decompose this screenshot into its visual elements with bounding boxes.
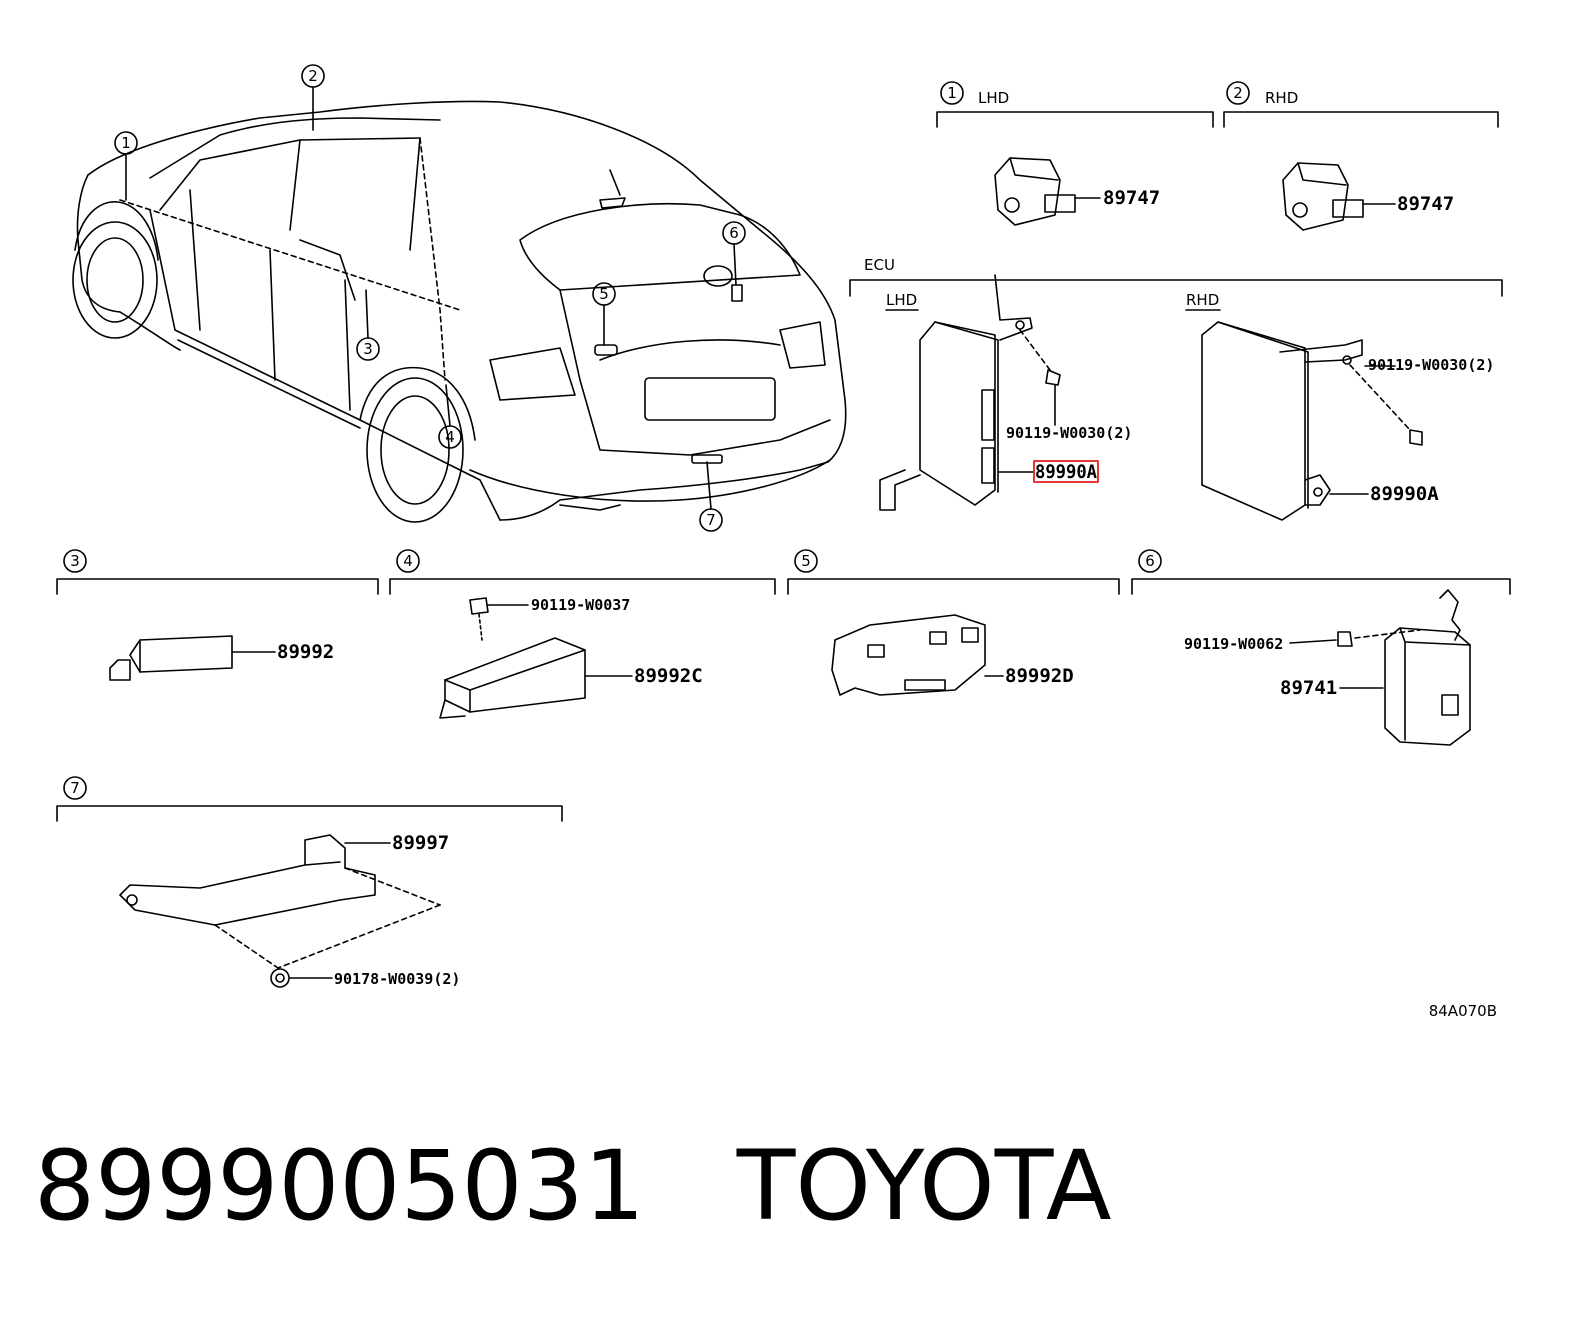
car-illustration	[72, 100, 847, 523]
ecu-section-title: ECU	[864, 256, 895, 274]
section-5	[787, 549, 1120, 696]
part-89992d[interactable]: 89992D	[1005, 665, 1074, 687]
section-2-rhd	[1223, 81, 1499, 231]
section-7	[56, 776, 563, 988]
drawing-code: 84A070B	[1429, 1002, 1497, 1020]
highlight-box	[1033, 460, 1099, 483]
section-6	[1131, 549, 1511, 746]
part-89741[interactable]: 89741	[1280, 677, 1337, 699]
part-90119-w0030-rhd[interactable]: 90119-W0030(2)	[1368, 356, 1494, 374]
part-90119-w0030-lhd[interactable]: 90119-W0030(2)	[1006, 424, 1132, 442]
callout-2-header: 2	[1233, 84, 1243, 102]
part-90119-w0037[interactable]: 90119-W0037	[531, 596, 630, 614]
part-89997[interactable]: 89997	[392, 832, 449, 854]
callout-4-car: 4	[445, 428, 455, 446]
part-89990a-rhd[interactable]: 89990A	[1370, 483, 1439, 505]
callout-1-car: 1	[121, 134, 131, 152]
ecu-rhd-label: RHD	[1186, 291, 1219, 309]
section-ecu	[849, 274, 1503, 521]
section-2-title: RHD	[1265, 89, 1298, 107]
part-89992[interactable]: 89992	[277, 641, 334, 663]
callout-3-car: 3	[363, 340, 373, 358]
car-callouts	[114, 64, 746, 532]
section-4	[389, 549, 776, 719]
part-89992c[interactable]: 89992C	[634, 665, 703, 687]
ecu-lhd-label: LHD	[886, 291, 917, 309]
part-89747-rhd[interactable]: 89747	[1397, 193, 1454, 215]
callout-1-header: 1	[947, 84, 957, 102]
footer-brand: TOYOTA	[736, 1130, 1112, 1242]
part-90119-w0062[interactable]: 90119-W0062	[1184, 635, 1283, 653]
callout-4-header: 4	[403, 552, 413, 570]
section-3	[56, 549, 379, 681]
callout-7-header: 7	[70, 779, 80, 797]
section-1-lhd	[936, 81, 1214, 226]
section-1-title: LHD	[978, 89, 1009, 107]
callout-5-car: 5	[599, 285, 609, 303]
callout-2-car: 2	[308, 67, 318, 85]
part-89747-lhd[interactable]: 89747	[1103, 187, 1160, 209]
callout-7-car: 7	[706, 511, 716, 529]
footer-part-number: 8999005031	[34, 1130, 645, 1242]
part-90178-w0039[interactable]: 90178-W0039(2)	[334, 970, 460, 988]
callout-6-header: 6	[1145, 552, 1155, 570]
part-89990a-lhd[interactable]: 89990A	[1035, 461, 1098, 483]
callout-5-header: 5	[801, 552, 811, 570]
callout-6-car: 6	[729, 224, 739, 242]
callout-3-header: 3	[70, 552, 80, 570]
